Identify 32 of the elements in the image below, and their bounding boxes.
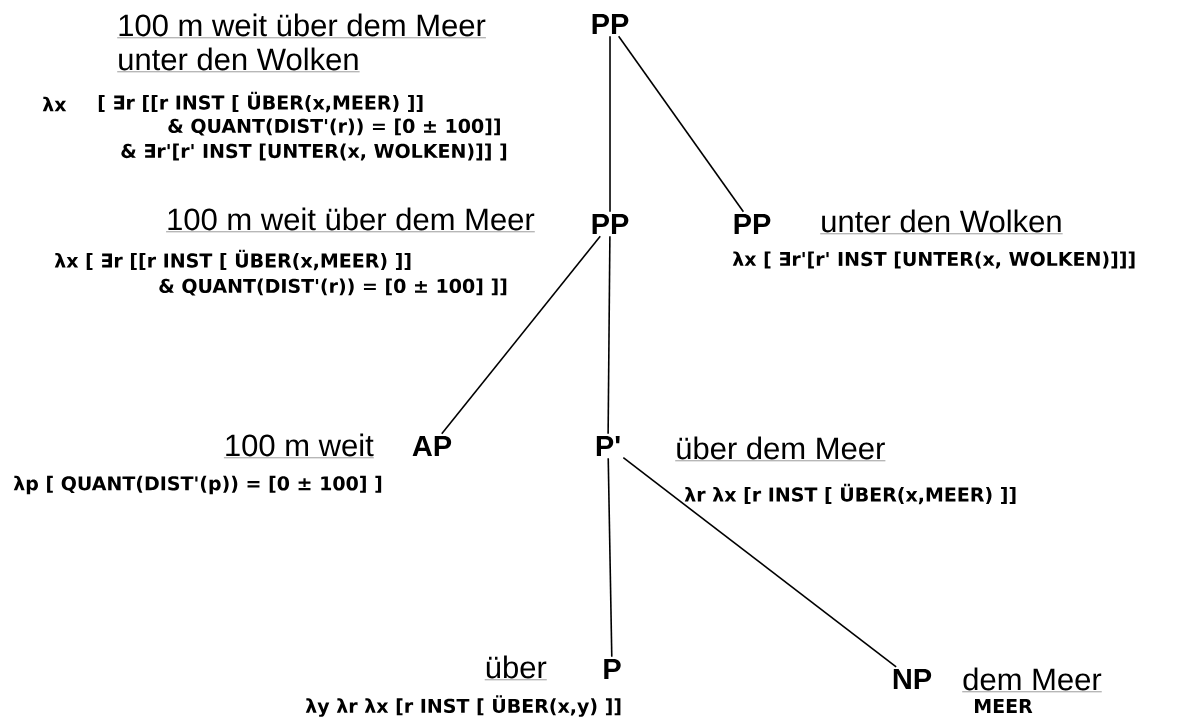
tree-branch <box>617 35 745 213</box>
tree-branch <box>609 35 611 213</box>
category-label: PP <box>592 214 629 234</box>
phrase-text: 100 m weit über dem Meer <box>165 207 535 232</box>
phrase-text: dem Meer <box>962 667 1102 692</box>
phrase-text: unter den Wolken <box>820 209 1063 234</box>
formula-text: & ∃r'[r' INST [UNTER(x, WOLKEN)]] ] <box>121 143 507 161</box>
formula-text: [ ∃r [[r INST [ ÜBER(x,MEER) ]] <box>98 91 423 113</box>
formula-text: & QUANT(DIST'(r)) = [0 ± 100]] <box>168 118 500 136</box>
formula-text: λx [ ∃r'[r' INST [UNTER(x, WOLKEN)]]] <box>732 251 1135 269</box>
formula-text: & QUANT(DIST'(r)) = [0 ± 100] ]] <box>159 278 507 296</box>
formula-text: λy λr λx [r INST [ ÜBER(x,y) ]] <box>305 695 621 717</box>
tree-branch <box>440 235 602 435</box>
phrase-text: über dem Meer <box>675 436 886 461</box>
category-label: PP <box>592 14 629 34</box>
category-label: NP <box>893 669 932 689</box>
tree-branch <box>622 456 897 668</box>
formula-text: λp [ QUANT(DIST'(p)) = [0 ± 100] ] <box>13 475 382 495</box>
formula-text: λx [ ∃r [[r INST [ ÜBER(x,MEER) ]] <box>54 249 411 271</box>
category-label: P <box>604 659 621 679</box>
formula-text: λr λx [r INST [ ÜBER(x,MEER) ]] <box>684 483 1016 505</box>
phrase-text: über <box>484 655 547 680</box>
formula-text: MEER <box>975 699 1033 713</box>
tree-branch <box>607 235 611 435</box>
phrase-text: 100 m weit <box>223 433 374 458</box>
phrase-text: 100 m weit über dem Meer <box>117 13 487 38</box>
category-label: PP <box>734 214 771 234</box>
category-label: AP <box>412 436 452 456</box>
formula-text: λx <box>42 96 67 112</box>
tree-branch <box>607 457 613 658</box>
phrase-text: unter den Wolken <box>117 47 360 72</box>
category-label: P' <box>596 436 620 456</box>
